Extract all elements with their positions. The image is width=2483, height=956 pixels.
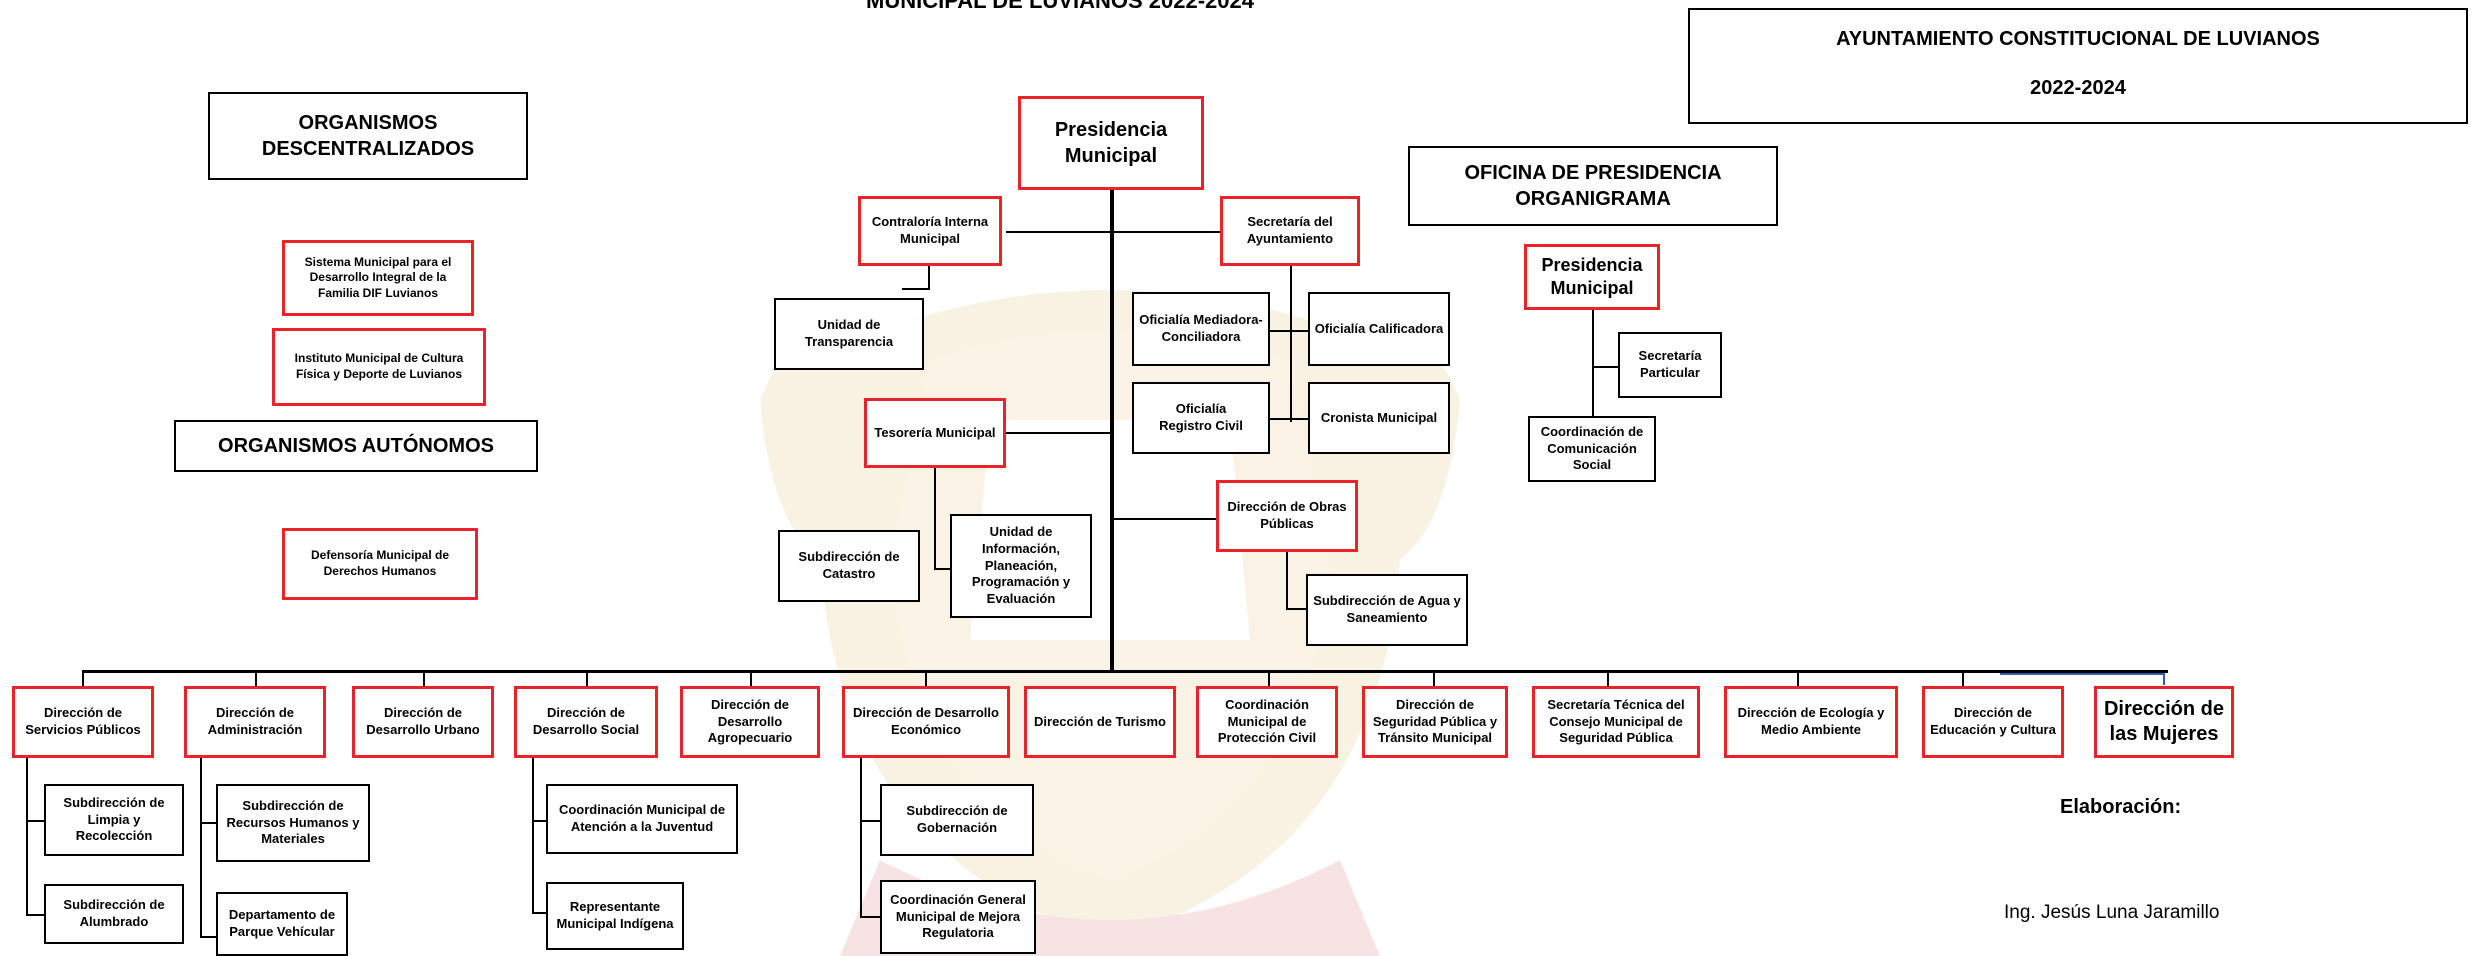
- author-name: Ing. Jesús Luna Jaramillo: [2004, 902, 2220, 923]
- page-title: MUNICIPAL DE LUVIANOS 2022-2024: [866, 0, 1254, 13]
- connector-line: [1290, 266, 1292, 422]
- parque-box: Departamento de Parque Vehícular: [216, 892, 348, 956]
- connector-line: [532, 912, 546, 914]
- connector-line: [928, 266, 930, 290]
- connector-line: [1006, 432, 1112, 434]
- direction-mujeres: Dirección de las Mujeres: [2094, 686, 2234, 758]
- mediadora-box: Oficialía Mediadora- Conciliadora: [1132, 292, 1270, 366]
- connector-line: [925, 670, 927, 688]
- connector-line: [1286, 552, 1288, 610]
- catastro-box: Subdirección de Catastro: [778, 530, 920, 602]
- connector-line: [1592, 308, 1594, 416]
- connector-line: [26, 914, 44, 916]
- connector-line: [82, 670, 84, 688]
- secretaria-box: Secretaría del Ayuntamiento: [1220, 196, 1360, 266]
- dif-box: Sistema Municipal para el Desarrollo Int…: [282, 240, 474, 316]
- connector-line: [1607, 670, 1609, 688]
- elaboracion-label: Elaboración:: [2060, 796, 2182, 818]
- recursos-box: Subdirección de Recursos Humanos y Mater…: [216, 784, 370, 862]
- direction-turismo: Dirección de Turismo: [1024, 686, 1176, 758]
- direction-economico: Dirección de Desarrollo Económico: [842, 686, 1010, 758]
- comunicacion-box: Coordinación de Comunicación Social: [1528, 416, 1656, 482]
- connector-line: [860, 820, 880, 822]
- connector-line: [1268, 670, 1270, 688]
- connector-line: [1592, 366, 1620, 368]
- tesoreria-box: Tesorería Municipal: [864, 398, 1006, 468]
- connector-line: [750, 670, 752, 688]
- connector-line: [200, 822, 216, 824]
- connector-line: [1797, 670, 1799, 688]
- connector-line: [1006, 231, 1222, 233]
- direction-social: Dirección de Desarrollo Social: [514, 686, 658, 758]
- presidencia-box: Presidencia Municipal: [1018, 96, 1204, 190]
- direction-secretaria-tecnica: Secretaría Técnica del Consejo Municipal…: [1532, 686, 1700, 758]
- connector-line: [902, 288, 930, 290]
- office-title: OFICINA DE PRESIDENCIA ORGANIGRAMA: [1408, 146, 1778, 226]
- registro-box: Oficialía Registro Civil: [1132, 382, 1270, 454]
- header-period: 2022-2024: [2030, 77, 2126, 99]
- connector-line: [860, 916, 880, 918]
- direction-administracion: Dirección de Administración: [184, 686, 326, 758]
- connector-line: [1433, 670, 1435, 688]
- derechos-box: Defensoría Municipal de Derechos Humanos: [282, 528, 478, 600]
- connector-line: [532, 756, 534, 914]
- contraloria-box: Contraloría Interna Municipal: [858, 196, 1002, 266]
- connector-line: [1286, 608, 1308, 610]
- alumbrado-box: Subdirección de Alumbrado: [44, 884, 184, 944]
- connector-line: [423, 670, 425, 688]
- informacion-box: Unidad de Información, Planeación, Progr…: [950, 514, 1092, 618]
- direction-seguridad: Dirección de Seguridad Pública y Tránsit…: [1362, 686, 1508, 758]
- direction-proteccion: Coordinación Municipal de Protección Civ…: [1196, 686, 1338, 758]
- connector-line: [860, 756, 862, 918]
- connector-line: [1962, 670, 1964, 688]
- direction-ecologia: Dirección de Ecología y Medio Ambiente: [1724, 686, 1898, 758]
- connector-line: [1110, 188, 1114, 670]
- direction-servicios: Dirección de Servicios Públicos: [12, 686, 154, 758]
- connector-line: [1112, 518, 1218, 520]
- cultura-box: Instituto Municipal de Cultura Física y …: [272, 328, 486, 406]
- connector-line: [1268, 330, 1310, 332]
- particular-box: Secretaría Particular: [1618, 332, 1722, 398]
- juventud-box: Coordinación Municipal de Atención a la …: [546, 784, 738, 854]
- direction-urbano: Dirección de Desarrollo Urbano: [352, 686, 494, 758]
- indigena-box: Representante Municipal Indígena: [546, 882, 684, 950]
- connector-line: [200, 756, 202, 938]
- header-box: AYUNTAMIENTO CONSTITUCIONAL DE LUVIANOS …: [1688, 8, 2468, 124]
- limpia-box: Subdirección de Limpia y Recolección: [44, 784, 184, 856]
- connector-line: [200, 936, 216, 938]
- connector-line: [255, 670, 257, 688]
- connector-line: [586, 670, 588, 688]
- cronista-box: Cronista Municipal: [1308, 382, 1450, 454]
- connector-line: [82, 670, 2168, 673]
- blue-connector-line: [2000, 673, 2164, 675]
- connector-line: [1268, 418, 1310, 420]
- mejora-box: Coordinación General Municipal de Mejora…: [880, 880, 1036, 954]
- connector-line: [934, 468, 936, 570]
- header-title: AYUNTAMIENTO CONSTITUCIONAL DE LUVIANOS: [1836, 28, 2320, 50]
- descentralizados-title: ORGANISMOS DESCENTRALIZADOS: [208, 92, 528, 180]
- office-presidencia-box: Presidencia Municipal: [1524, 244, 1660, 310]
- direction-educacion: Dirección de Educación y Cultura: [1922, 686, 2064, 758]
- connector-line: [26, 756, 28, 916]
- transparencia-box: Unidad de Transparencia: [774, 298, 924, 370]
- gobernacion-box: Subdirección de Gobernación: [880, 784, 1034, 856]
- connector-line: [934, 568, 952, 570]
- autonomos-title: ORGANISMOS AUTÓNOMOS: [174, 420, 538, 472]
- connector-line: [532, 820, 546, 822]
- obras-box: Dirección de Obras Públicas: [1216, 480, 1358, 552]
- agua-box: Subdirección de Agua y Saneamiento: [1306, 574, 1468, 646]
- calificadora-box: Oficialía Calificadora: [1308, 292, 1450, 366]
- direction-agropecuario: Dirección de Desarrollo Agropecuario: [680, 686, 820, 758]
- connector-line: [26, 820, 44, 822]
- connector-line: [2163, 673, 2165, 685]
